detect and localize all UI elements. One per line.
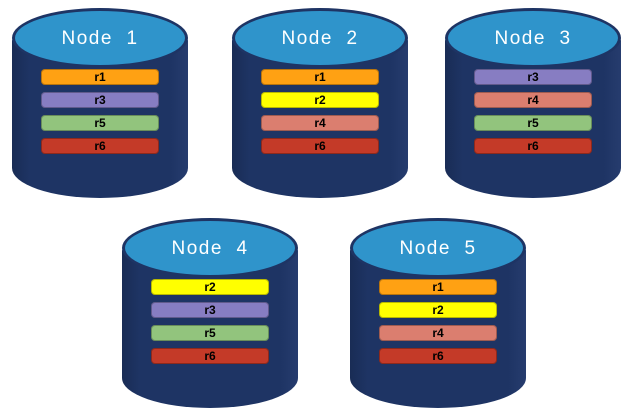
- replica-bar-r6: r6: [261, 138, 379, 154]
- replica-list: r1 r3 r5 r6: [41, 69, 159, 154]
- node-title: Node 4: [171, 238, 249, 259]
- replica-bar-r4: r4: [379, 325, 497, 341]
- replica-bar-r5: r5: [151, 325, 269, 341]
- replica-bar-r6: r6: [41, 138, 159, 154]
- replica-bar-r1: r1: [261, 69, 379, 85]
- replica-list: r2 r3 r5 r6: [151, 279, 269, 364]
- node-cylinder: Node 4 r2 r3 r5 r6: [122, 218, 298, 408]
- node-cylinder: Node 3 r3 r4 r5 r6: [445, 8, 621, 198]
- replica-list: r1 r2 r4 r6: [261, 69, 379, 154]
- cylinder-top-ellipse: Node 4: [122, 218, 298, 278]
- replica-list: r1 r2 r4 r6: [379, 279, 497, 364]
- cylinder-top-ellipse: Node 1: [12, 8, 188, 68]
- replica-bar-r3: r3: [151, 302, 269, 318]
- replica-bar-r4: r4: [474, 92, 592, 108]
- cylinder-top-ellipse: Node 5: [350, 218, 526, 278]
- replica-list: r3 r4 r5 r6: [474, 69, 592, 154]
- replica-bar-r2: r2: [151, 279, 269, 295]
- replica-bar-r6: r6: [379, 348, 497, 364]
- replica-bar-r3: r3: [41, 92, 159, 108]
- node-title: Node 3: [494, 28, 572, 49]
- replica-bar-r1: r1: [41, 69, 159, 85]
- node-cylinder: Node 5 r1 r2 r4 r6: [350, 218, 526, 408]
- replica-bar-r5: r5: [41, 115, 159, 131]
- node-cylinder: Node 2 r1 r2 r4 r6: [232, 8, 408, 198]
- node-title: Node 1: [61, 28, 139, 49]
- cylinder-top-ellipse: Node 3: [445, 8, 621, 68]
- node-cylinder: Node 1 r1 r3 r5 r6: [12, 8, 188, 198]
- replica-bar-r2: r2: [261, 92, 379, 108]
- replica-bar-r4: r4: [261, 115, 379, 131]
- cylinder-top-ellipse: Node 2: [232, 8, 408, 68]
- replica-bar-r1: r1: [379, 279, 497, 295]
- replica-bar-r6: r6: [474, 138, 592, 154]
- replica-bar-r6: r6: [151, 348, 269, 364]
- replica-bar-r3: r3: [474, 69, 592, 85]
- replica-bar-r2: r2: [379, 302, 497, 318]
- node-title: Node 5: [399, 238, 477, 259]
- replica-bar-r5: r5: [474, 115, 592, 131]
- node-title: Node 2: [281, 28, 359, 49]
